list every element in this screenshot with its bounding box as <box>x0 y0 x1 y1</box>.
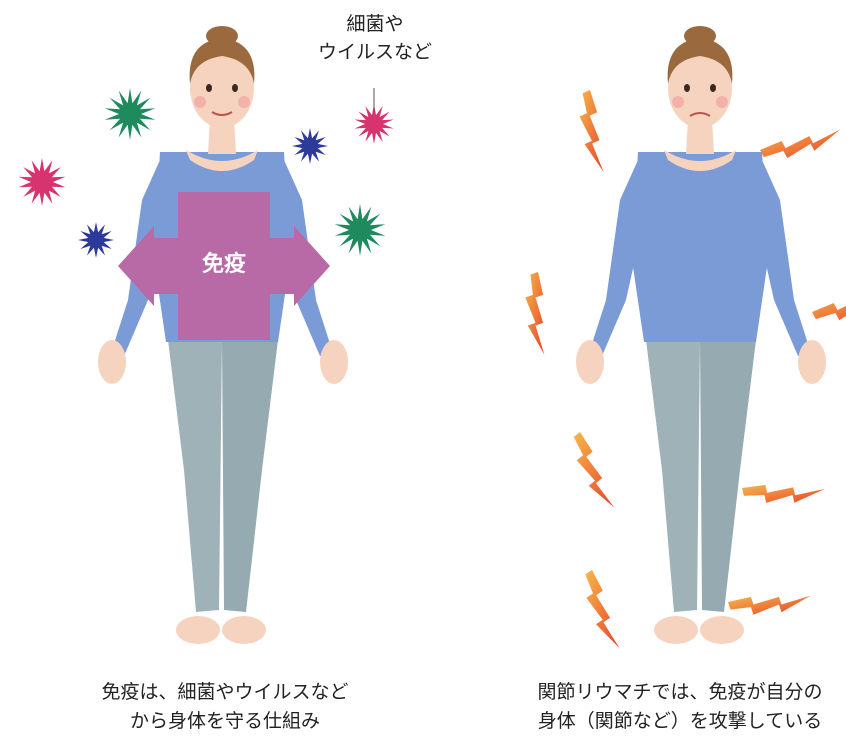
right-caption-line2: 身体（関節など）を攻撃している <box>470 707 846 736</box>
pathogen-label: 細菌や ウイルスなど <box>300 10 450 66</box>
germ-green-icon <box>105 88 156 140</box>
right-caption-line1: 関節リウマチでは、免疫が自分の <box>470 678 846 707</box>
germ-navy-icon <box>78 222 114 258</box>
pathogen-label-line1: 細菌や <box>300 10 450 38</box>
left-caption-line2: から身体を守る仕組み <box>40 707 410 736</box>
germ-green-icon <box>335 204 386 256</box>
lightning-bolt-icon <box>525 272 544 355</box>
germ-pink-icon <box>19 158 66 206</box>
immune-label: 免疫 <box>178 250 270 280</box>
pathogen-label-line2: ウイルスなど <box>300 38 450 66</box>
ra-woman-figure <box>576 26 826 644</box>
lightning-bolt-icon <box>580 90 604 172</box>
lightning-bolt-icon <box>728 596 811 615</box>
lightning-bolt-icon <box>742 485 825 503</box>
germ-navy-icon <box>292 128 328 164</box>
left-caption: 免疫は、細菌やウイルスなど から身体を守る仕組み <box>40 678 410 736</box>
lightning-bolt-icon <box>760 129 840 158</box>
right-caption: 関節リウマチでは、免疫が自分の 身体（関節など）を攻撃している <box>470 678 846 736</box>
lightning-bolt-icon <box>585 570 619 648</box>
left-caption-line1: 免疫は、細菌やウイルスなど <box>40 678 410 707</box>
lightning-bolt-icon <box>574 432 615 508</box>
lightning-bolt-icon <box>812 291 846 320</box>
